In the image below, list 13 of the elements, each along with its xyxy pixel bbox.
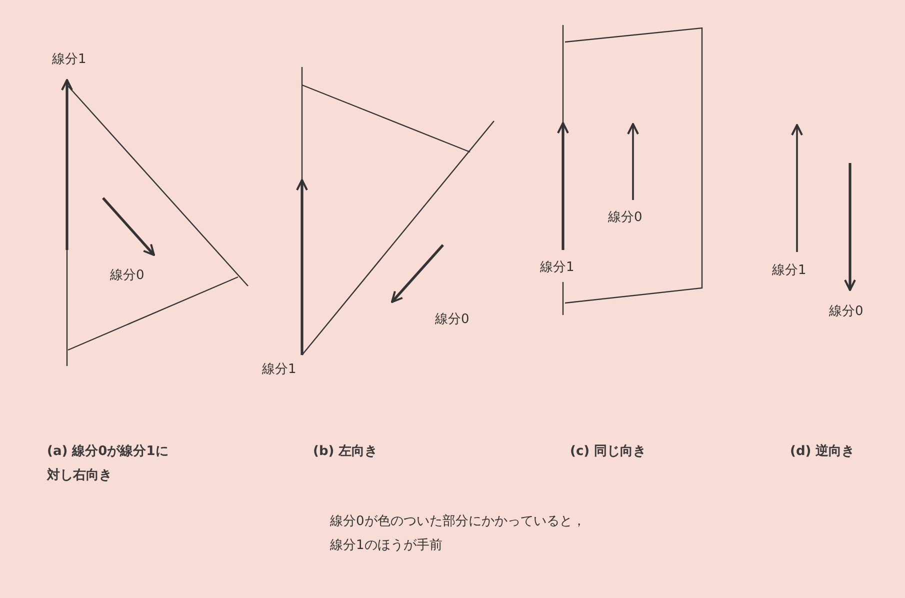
note-text: 線分0が色のついた部分にかかっていると，線分1のほうが手前 xyxy=(330,513,586,555)
segment-label: 線分1 xyxy=(52,51,86,69)
segment-label: 線分0 xyxy=(608,209,642,227)
panel-caption: (b) 左向き xyxy=(313,443,378,461)
segment-label: 線分0 xyxy=(110,267,144,285)
segment-label: 線分1 xyxy=(772,262,806,280)
segment-label: 線分0 xyxy=(829,303,864,321)
segment-label: 線分1 xyxy=(262,361,296,379)
panel-caption: (d) 逆向き xyxy=(790,442,855,461)
segment-label: 線分0 xyxy=(435,311,470,329)
panel-caption: (c) 同じ向き xyxy=(570,443,646,461)
segment-label: 線分1 xyxy=(540,259,574,277)
panel-caption: (a) 線分0が線分1に対し右向き xyxy=(47,443,170,485)
